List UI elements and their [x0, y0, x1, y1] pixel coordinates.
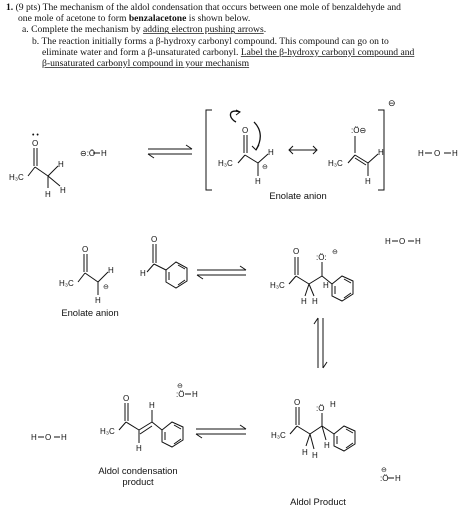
- water-1-h1: H: [418, 149, 424, 158]
- enolate-bracket: [205, 109, 385, 191]
- intermediate-charge: ⊖: [332, 249, 338, 256]
- acetone-oxygen: O: [32, 139, 38, 148]
- resonance-arrow: [288, 145, 318, 155]
- label-enolate-anion-reactant: Enolate anion: [61, 307, 119, 318]
- intro-line2-end: is shown below.: [188, 13, 251, 25]
- bracket-charge: ⊖: [388, 98, 396, 108]
- question-intro: 1. (9 pts) The mechanism of the aldol co…: [6, 2, 466, 13]
- alkoxide-intermediate-structure: [288, 257, 354, 302]
- acetone-h2: H: [60, 186, 66, 195]
- hydroxide-2-h: H: [192, 390, 198, 399]
- part-a-period: .: [263, 24, 267, 36]
- intro-line2-text: one mole of acetone to form: [18, 13, 127, 25]
- water-2-h2: H: [415, 237, 421, 246]
- enolate-a-h1: H: [268, 148, 274, 157]
- enolate-a-h2: H: [255, 177, 261, 186]
- benzaldehyde-h: H: [140, 269, 146, 278]
- enolate-b-oxygen: :Ö⊖: [351, 126, 366, 135]
- enolate-b-methyl: H₃C: [328, 159, 343, 168]
- water-1-o: O: [434, 149, 440, 158]
- condensation-h2: H: [149, 401, 155, 410]
- aldol-condensation-product-structure: [118, 403, 184, 448]
- water-2-h1: H: [385, 237, 391, 246]
- water-2-o: O: [399, 237, 405, 246]
- enolate-a-oxygen: O: [242, 126, 248, 135]
- hydroxide-3-o: :Ö: [380, 474, 388, 483]
- water-1-h2: H: [452, 149, 458, 158]
- equilibrium-arrow-1: [147, 144, 193, 159]
- question-intro-line2: one mole of acetone to form benzalaceton…: [18, 13, 466, 24]
- condensation-h1: H: [136, 444, 142, 453]
- benzaldehyde-structure: [146, 244, 188, 289]
- enolate-reactant-structure: [77, 254, 109, 295]
- label-enolate-anion-bracket: Enolate anion: [269, 190, 327, 201]
- aldol-h1: H: [302, 448, 308, 457]
- condensation-methyl: H₃C: [100, 427, 115, 436]
- intermediate-h3: H: [323, 281, 329, 290]
- water-3-o: O: [45, 433, 51, 442]
- aldol-carbonyl-o: O: [294, 398, 300, 407]
- hydroxide-2-charge: ⊖: [177, 383, 183, 390]
- question-number: 1.: [6, 2, 14, 13]
- lone-pairs: • •: [32, 132, 39, 139]
- aldol-product-structure: [289, 407, 356, 452]
- equilibrium-arrow-vertical: [313, 317, 328, 369]
- question-points: (9 pts): [15, 2, 41, 13]
- enolate-b-h1: H: [378, 148, 384, 157]
- aldol-hydroxyl-h: H: [330, 400, 336, 409]
- acetone-structure: [27, 148, 61, 188]
- benzaldehyde-oxygen: O: [151, 235, 157, 244]
- aldol-h2: H: [312, 451, 318, 460]
- equilibrium-arrow-3: [195, 424, 247, 439]
- enolate-reactant-h1: H: [108, 266, 114, 275]
- enolate-reactant-h2: H: [95, 296, 101, 305]
- enolate-oxyanion-structure: [347, 136, 379, 176]
- hydroxide-1-h: H: [101, 149, 107, 158]
- intermediate-methyl: H₃C: [270, 281, 285, 290]
- part-b-line3-underlined: β-unsaturated carbonyl compound in your …: [42, 58, 250, 70]
- enolate-carbanion-structure: [229, 109, 269, 176]
- enolate-reactant-methyl: H₃C: [59, 279, 74, 288]
- label-aldol-condensation-line2: product: [122, 476, 154, 487]
- label-aldol-product: Aldol Product: [290, 496, 346, 507]
- water-3-h1: H: [31, 433, 37, 442]
- intermediate-alkoxide: :Ö:: [316, 253, 327, 262]
- enolate-reactant-charge: ⊖: [103, 284, 109, 291]
- enolate-a-methyl: H₃C: [218, 159, 233, 168]
- aldol-h3: H: [324, 441, 330, 450]
- part-a-text: Complete the mechanism by: [31, 24, 143, 36]
- hydroxide-2-o: :Ö: [176, 390, 184, 399]
- part-b-line2: eliminate water and form a β-unsaturated…: [42, 46, 241, 58]
- acetone-h3: H: [45, 190, 51, 199]
- part-b: b. The reaction initially forms a β-hydr…: [32, 36, 466, 70]
- acetone-h1: H: [58, 160, 64, 169]
- question-text: 1. (9 pts) The mechanism of the aldol co…: [6, 2, 466, 69]
- part-b-line1: The reaction initially forms a β-hydroxy…: [41, 35, 389, 47]
- question-intro-line1: The mechanism of the aldol condensation …: [42, 2, 401, 13]
- part-b-letter: b.: [32, 35, 40, 47]
- hydroxide-3-charge: ⊖: [381, 467, 387, 474]
- intermediate-h2: H: [312, 297, 318, 306]
- label-aldol-condensation-line1: Aldol condensation: [98, 465, 178, 476]
- equilibrium-arrow-2: [196, 265, 247, 280]
- part-b-line2-underlined: Label the β-hydroxy carbonyl compound an…: [240, 46, 415, 58]
- enolate-reactant-oxygen: O: [82, 245, 88, 254]
- enolate-b-h2: H: [365, 177, 371, 186]
- part-a-letter: a.: [22, 24, 29, 36]
- part-a: a. Complete the mechanism by adding elec…: [22, 24, 466, 36]
- label-aldol-condensation-product: Aldol condensation product: [78, 465, 198, 487]
- aldol-methyl: H₃C: [271, 431, 286, 440]
- acetone-methyl: H₃C: [9, 173, 24, 182]
- condensation-oxygen: O: [123, 394, 129, 403]
- intermediate-carbonyl-o: O: [293, 247, 299, 256]
- hydroxide-3-h: H: [395, 474, 401, 483]
- aldol-hydroxyl: :Ö: [316, 404, 324, 413]
- part-a-underlined: adding electron pushing arrows: [142, 24, 264, 36]
- enolate-a-charge: ⊖: [262, 164, 268, 171]
- water-3-h2: H: [61, 433, 67, 442]
- product-name-bold: benzalacetone: [128, 13, 187, 25]
- intermediate-h1: H: [301, 297, 307, 306]
- hydroxide-1: ⊖:Ö: [80, 149, 95, 158]
